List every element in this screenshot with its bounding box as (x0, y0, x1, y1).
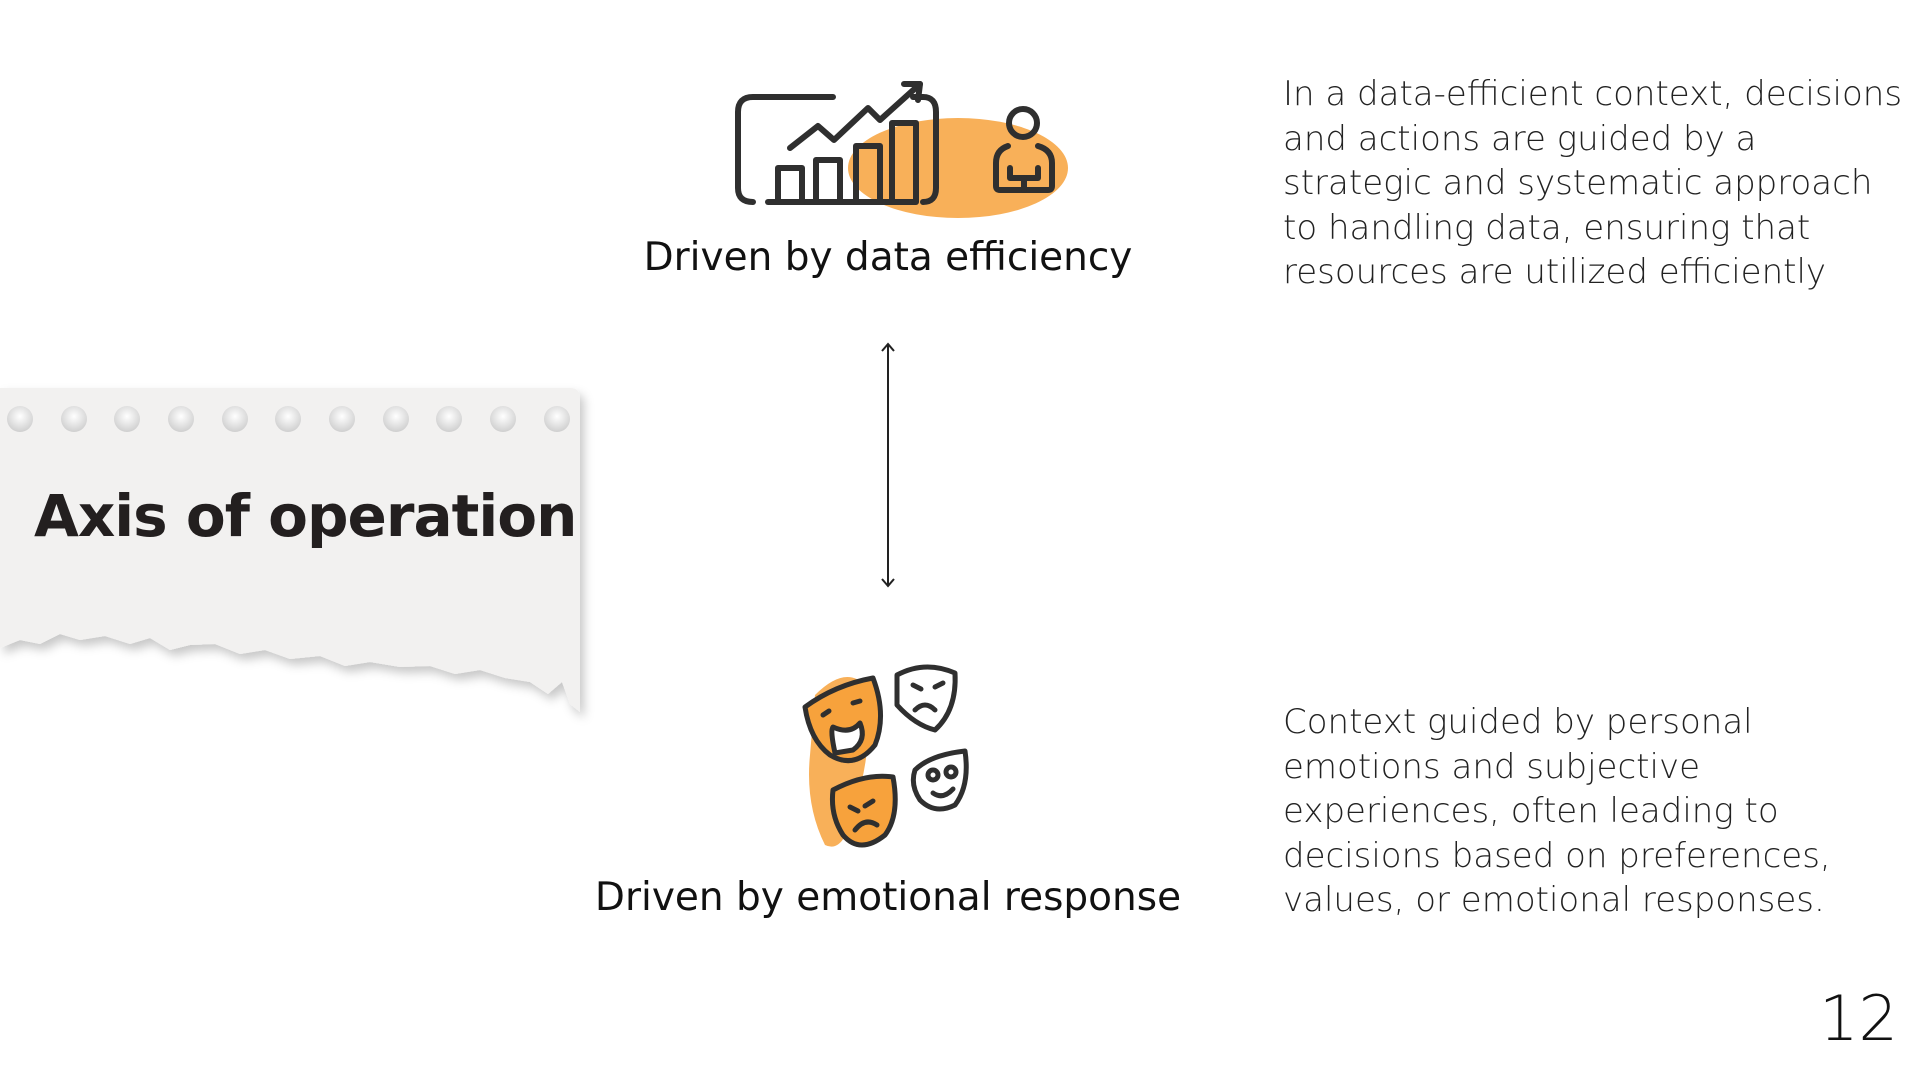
spiral-holes (7, 406, 570, 432)
theater-masks-icon (802, 664, 969, 848)
chart-growth-person-icon (735, 81, 1068, 218)
double-arrow (881, 342, 895, 588)
bottom-label: Driven by emotional response (594, 875, 1182, 920)
bottom-description: Context guided by personal emotions and … (1283, 702, 1831, 920)
page-number: 12 (1819, 982, 1898, 1055)
slide-title: Axis of operation (34, 482, 577, 550)
top-description: In a data-efficient context, decisions a… (1283, 74, 1903, 292)
torn-notebook-paper (0, 388, 580, 712)
top-label: Driven by data efficiency (643, 235, 1133, 280)
